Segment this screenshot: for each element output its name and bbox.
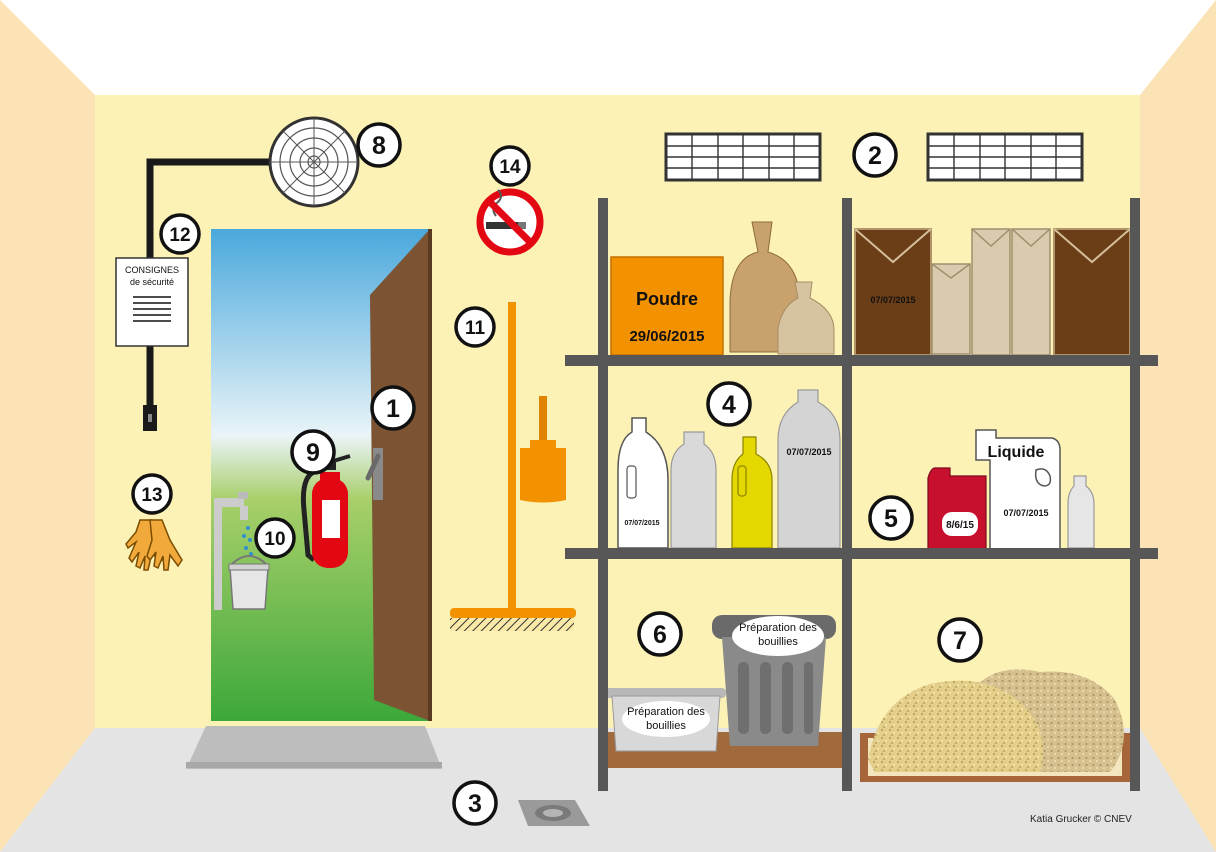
marker-13: 13 <box>133 475 171 513</box>
marker-7: 7 <box>939 619 981 661</box>
basin-label-line1: Préparation des <box>627 706 705 718</box>
marker-number: 14 <box>499 157 521 178</box>
marker-number: 7 <box>953 627 967 655</box>
marker-4: 4 <box>708 383 750 425</box>
marker-number: 4 <box>722 391 736 419</box>
mixing-basin: Préparation des bouillies <box>604 688 726 751</box>
marker-number: 8 <box>372 132 386 160</box>
marker-number: 12 <box>169 225 190 246</box>
bag-date: 07/07/2015 <box>870 295 915 305</box>
left-side-wall <box>0 0 95 852</box>
marker-9: 9 <box>292 431 334 473</box>
product-boxes: 07/07/2015 <box>855 229 1130 355</box>
powder-name: Poudre <box>636 289 698 309</box>
marker-number: 9 <box>306 439 320 467</box>
marker-1: 1 <box>372 387 414 429</box>
marker-number: 6 <box>653 621 667 649</box>
bin-label-line2: bouillies <box>758 636 798 648</box>
right-side-wall <box>1140 0 1216 852</box>
mixing-bin: Préparation des bouillies <box>712 615 836 746</box>
shelf-upright <box>842 198 852 791</box>
marker-14: 14 <box>491 147 529 185</box>
marker-11: 11 <box>456 308 494 346</box>
red-can-date: 8/6/15 <box>946 520 974 531</box>
marker-number: 3 <box>468 790 482 818</box>
shelf-top <box>565 355 1158 366</box>
shelf-middle <box>565 548 1158 559</box>
ventilation-grille-right <box>928 134 1082 180</box>
small-bottle-date: 07/07/2015 <box>624 520 659 527</box>
shelf-upright <box>598 198 608 791</box>
marker-number: 1 <box>386 395 400 423</box>
marker-12: 12 <box>161 215 199 253</box>
marker-2: 2 <box>854 134 896 176</box>
safety-instructions-sheet: CONSIGNES de sécurité <box>116 258 188 346</box>
marker-5: 5 <box>870 497 912 539</box>
marker-number: 2 <box>868 142 882 170</box>
powder-date: 29/06/2015 <box>629 328 704 345</box>
liquid-date: 07/07/2015 <box>1003 508 1048 518</box>
large-bottle-date: 07/07/2015 <box>786 447 831 457</box>
marker-number: 10 <box>264 529 285 550</box>
no-smoking-sign <box>480 190 540 252</box>
marker-10: 10 <box>256 519 294 557</box>
marker-8: 8 <box>358 124 400 166</box>
bin-label-line1: Préparation des <box>739 622 817 634</box>
shelf-upright <box>1130 198 1140 791</box>
ventilation-grille-left <box>666 134 820 180</box>
marker-number: 13 <box>141 485 162 506</box>
credit-text: Katia Grucker © CNEV <box>1030 814 1132 825</box>
basin-label-line2: bouillies <box>646 720 686 732</box>
consignes-title: CONSIGNES <box>125 265 179 275</box>
marker-number: 5 <box>884 505 898 533</box>
marker-3: 3 <box>454 782 496 824</box>
consignes-subtitle: de sécurité <box>130 277 174 287</box>
liquid-name: Liquide <box>988 444 1045 461</box>
bucket <box>229 556 269 609</box>
powder-box: Poudre 29/06/2015 <box>611 257 723 355</box>
marker-6: 6 <box>639 613 681 655</box>
marker-number: 11 <box>465 318 486 339</box>
